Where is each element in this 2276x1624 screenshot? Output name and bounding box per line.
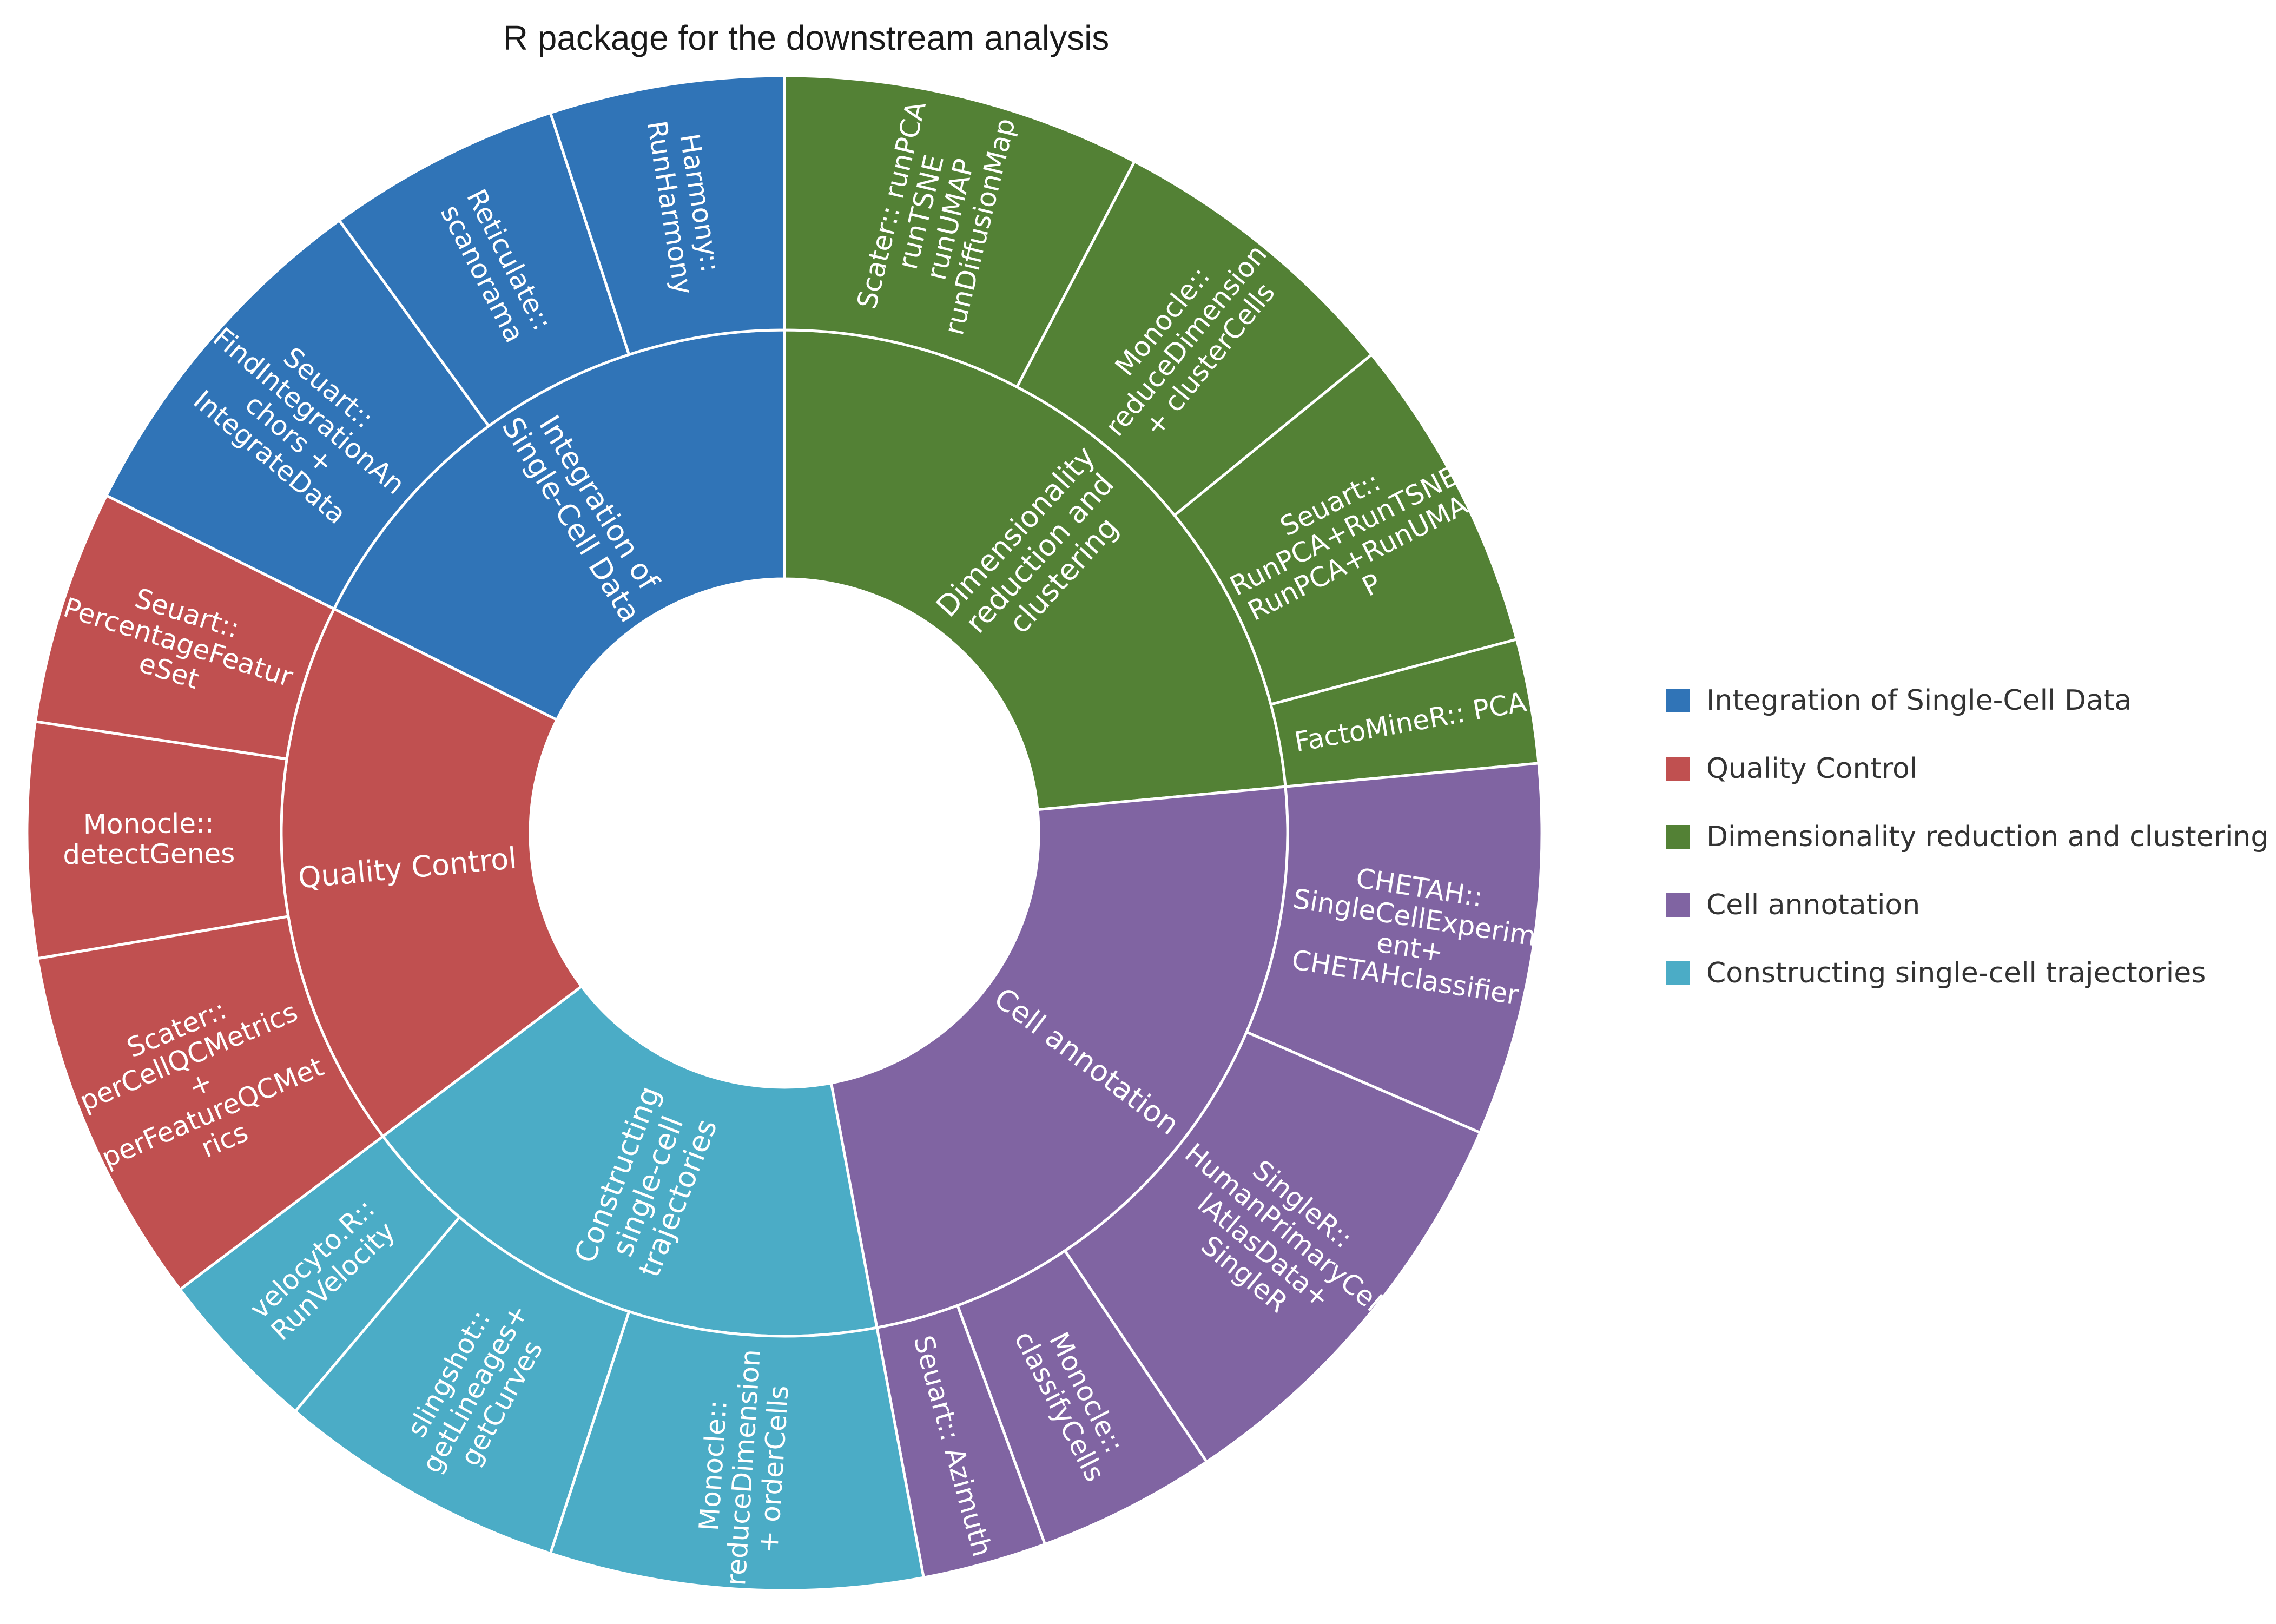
outer-ring [25,74,1543,1592]
legend-swatch [1666,961,1690,985]
legend-label: Quality Control [1706,752,1917,785]
legend-label: Cell annotation [1706,889,1920,921]
outer-label-quality_control-1-line: detectGenes [63,837,235,870]
legend-swatch [1666,893,1690,917]
legend-swatch [1666,757,1690,781]
chart-title: R package for the downstream analysis [503,18,1110,57]
outer-label-quality_control-1-line: Monocle:: [83,808,214,840]
legend-label: Dimensionality reduction and clustering [1706,821,2268,853]
legend-label: Integration of Single-Cell Data [1706,684,2132,717]
legend-swatch [1666,689,1690,712]
legend-label: Constructing single-cell trajectories [1706,957,2206,989]
legend-swatch [1666,825,1690,849]
outer-slice-integration-2[interactable] [549,74,786,357]
inner-ring [280,328,1289,1338]
outer-slice-cell_annotation-1[interactable] [1063,1030,1482,1464]
